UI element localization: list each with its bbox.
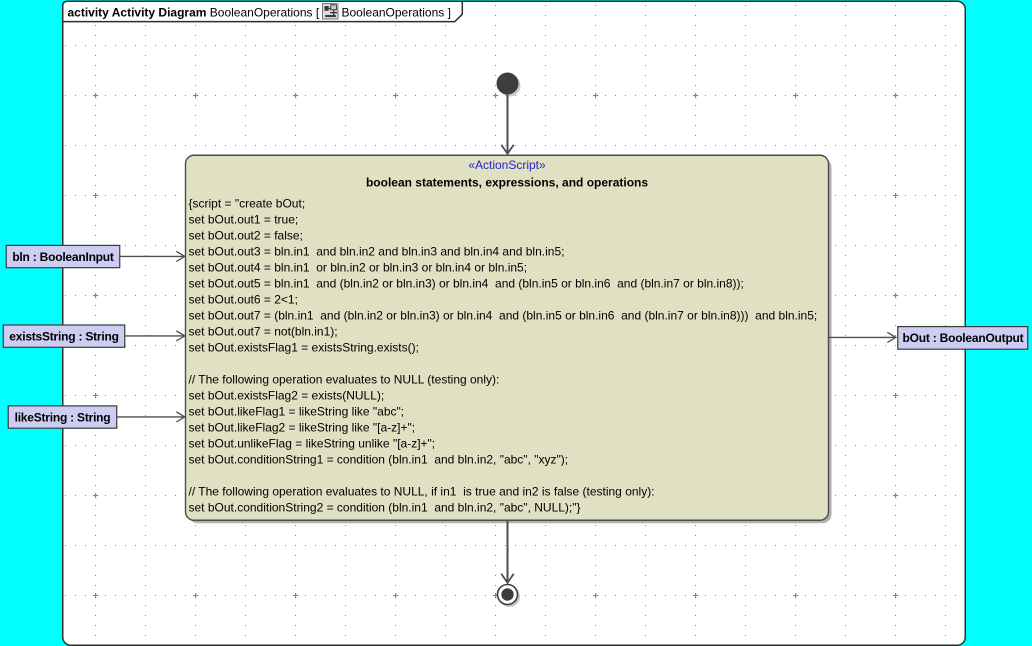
svg-text:set bOut.out7 = (bln.in1 and: set bOut.out7 = (bln.in1 and (bln.in2 or… bbox=[189, 308, 818, 322]
svg-text:set bOut.existsFlag1 = existsS: set bOut.existsFlag1 = existsString.exis… bbox=[189, 340, 419, 354]
svg-text:set bOut.conditionString2 = co: set bOut.conditionString2 = condition (b… bbox=[189, 500, 581, 514]
svg-text:set bOut.out3 = bln.in1 and b: set bOut.out3 = bln.in1 and bln.in2 and … bbox=[189, 244, 565, 258]
svg-text:set bOut.out2 = false;: set bOut.out2 = false; bbox=[189, 228, 303, 242]
svg-text:set bOut.likeFlag1 = likeStrin: set bOut.likeFlag1 = likeString like "ab… bbox=[189, 404, 405, 418]
svg-text:«ActionScript»: «ActionScript» bbox=[468, 158, 546, 172]
svg-text:set bOut.out4 = bln.in1 or bl: set bOut.out4 = bln.in1 or bln.in2 or bl… bbox=[189, 260, 528, 274]
svg-text:set bOut.out7 = not(bln.in1);: set bOut.out7 = not(bln.in1); bbox=[189, 324, 338, 338]
svg-text:existsString : String: existsString : String bbox=[9, 329, 118, 343]
svg-text:// The following operation eva: // The following operation evaluates to … bbox=[189, 372, 500, 386]
svg-text:// The following operation eva: // The following operation evaluates to … bbox=[189, 484, 655, 498]
svg-text:likeString : String: likeString : String bbox=[15, 410, 111, 424]
svg-text:set bOut.out1 = true;: set bOut.out1 = true; bbox=[189, 212, 299, 226]
svg-text:set bOut.out6 = 2<1;: set bOut.out6 = 2<1; bbox=[189, 292, 298, 306]
svg-text:bln : BooleanInput: bln : BooleanInput bbox=[12, 250, 114, 264]
svg-text:activity Activity Diagram Bool: activity Activity Diagram BooleanOperati… bbox=[68, 5, 323, 19]
svg-text:set bOut.existsFlag2 = exists(: set bOut.existsFlag2 = exists(NULL); bbox=[189, 388, 385, 402]
svg-text:boolean statements, expression: boolean statements, expressions, and ope… bbox=[366, 176, 648, 190]
svg-text:set bOut.conditionString1 = co: set bOut.conditionString1 = condition (b… bbox=[189, 452, 569, 466]
svg-text:set bOut.unlikeFlag = likeStri: set bOut.unlikeFlag = likeString unlike … bbox=[189, 436, 436, 450]
svg-text:BooleanOperations ]: BooleanOperations ] bbox=[342, 5, 451, 19]
svg-text:set bOut.likeFlag2 = likeStrin: set bOut.likeFlag2 = likeString like "[a… bbox=[189, 420, 416, 434]
svg-text:set bOut.out5 = bln.in1 and (: set bOut.out5 = bln.in1 and (bln.in2 or … bbox=[189, 276, 744, 290]
svg-text:{script = "create bOut;: {script = "create bOut; bbox=[189, 196, 306, 210]
svg-text:bOut : BooleanOutput: bOut : BooleanOutput bbox=[903, 331, 1024, 345]
